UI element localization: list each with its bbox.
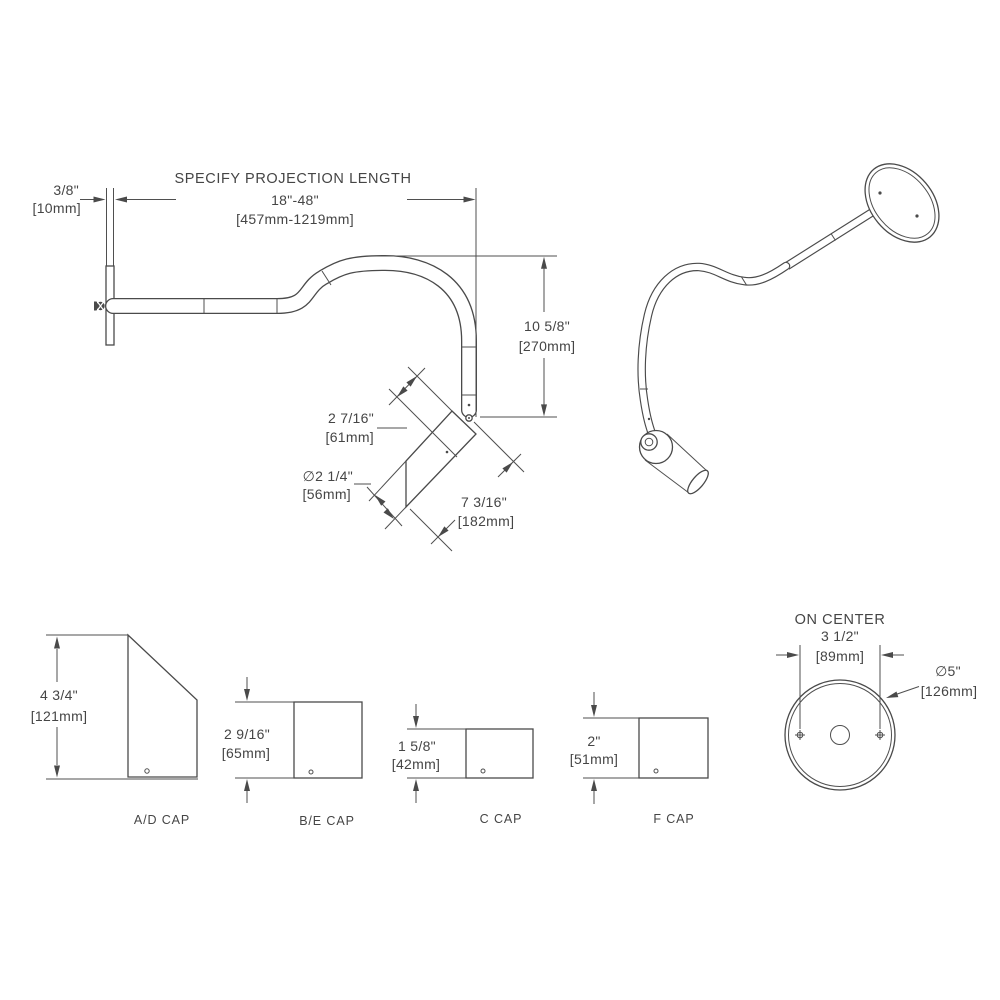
cap-label: A/D CAP — [134, 813, 190, 827]
dim-text: [56mm] — [303, 486, 351, 502]
back-plate-view: ON CENTER 3 1/2" [89mm] ∅5" [126mm] — [776, 612, 978, 791]
cap-size: [65mm] — [222, 745, 270, 761]
perspective-view — [637, 163, 940, 495]
dim-text: 3/8" — [53, 182, 79, 198]
cap-profile-f: 2" [51mm] F CAP — [570, 692, 709, 826]
dim-text: 3 1/2" — [821, 628, 859, 644]
wall-plate-3d — [864, 163, 940, 243]
dim-text: 7 3/16" — [461, 494, 507, 510]
plate-screw-icon — [878, 191, 882, 195]
cap-profile-ad: 4 3/4" [121mm] A/D CAP — [31, 633, 198, 827]
dim-head-length: 7 3/16" [182mm] — [409, 421, 525, 552]
dim-text: 10 5/8" — [524, 318, 570, 334]
gooseneck-arm-3d — [637, 197, 893, 442]
dim-text: ∅5" — [935, 663, 961, 679]
cap-size: 2" — [587, 733, 600, 749]
wall-plate-side — [94, 188, 119, 346]
mounting-screw-icon — [94, 300, 105, 312]
dim-text: [270mm] — [519, 338, 576, 354]
side-view: 3/8" [10mm] SPECIFY PROJECTION LENGTH 18… — [33, 171, 576, 552]
dim-shade-diameter: ∅2 1/4" [56mm] — [303, 460, 407, 530]
screw-hole-left — [795, 730, 805, 740]
dim-text: [10mm] — [33, 200, 81, 216]
cap-label: B/E CAP — [299, 814, 355, 828]
cap-size: [51mm] — [570, 751, 618, 767]
cap-size: [121mm] — [31, 708, 88, 724]
dim-text: [61mm] — [326, 429, 374, 445]
dim-title: ON CENTER — [795, 612, 886, 628]
dim-drop-height: 10 5/8" [270mm] — [368, 255, 576, 418]
dim-on-center: ON CENTER 3 1/2" [89mm] — [776, 612, 904, 729]
dim-text: [182mm] — [458, 513, 515, 529]
dim-plate-thickness: 3/8" [10mm] — [33, 182, 176, 216]
cap-size: 2 9/16" — [224, 726, 270, 742]
dim-text: 2 7/16" — [328, 410, 374, 426]
dim-projection-length: SPECIFY PROJECTION LENGTH 18"-48" [457mm… — [174, 171, 477, 417]
cap-profile-be: 2 9/16" [65mm] B/E CAP — [222, 677, 363, 828]
lamp-head-side — [405, 410, 477, 509]
cap-profile-c: 1 5/8" [42mm] C CAP — [392, 704, 534, 826]
dim-title: SPECIFY PROJECTION LENGTH — [174, 171, 411, 187]
center-hole — [830, 725, 850, 745]
dim-knuckle: 2 7/16" [61mm] — [326, 366, 453, 445]
dim-plate-diameter: ∅5" [126mm] — [886, 663, 978, 699]
dim-text: [126mm] — [921, 683, 978, 699]
lamp-head-3d — [638, 429, 709, 495]
cap-size: [42mm] — [392, 756, 440, 772]
dim-text: [89mm] — [816, 648, 864, 664]
cap-label: C CAP — [480, 812, 523, 826]
screw-hole-right — [875, 730, 885, 740]
plate-screw-icon — [915, 214, 919, 218]
dim-text: ∅2 1/4" — [303, 468, 353, 484]
dim-text: 18"-48" — [271, 192, 319, 208]
dim-text: [457mm-1219mm] — [236, 211, 354, 227]
cap-label: F CAP — [653, 812, 694, 826]
cap-profiles: 4 3/4" [121mm] A/D CAP 2 9/16" [65mm] B/… — [31, 633, 709, 828]
cap-size: 1 5/8" — [398, 738, 436, 754]
cap-size: 4 3/4" — [40, 687, 78, 703]
gooseneck-arm-side — [105, 254, 477, 418]
